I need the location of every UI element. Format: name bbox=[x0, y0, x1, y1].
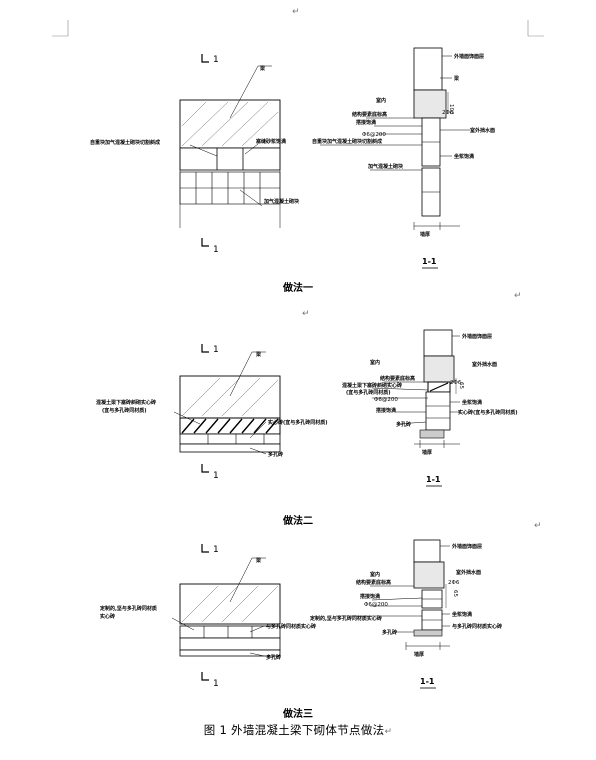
section-mark-top: 1 bbox=[213, 345, 219, 355]
label-column: 结构要素底标高 bbox=[356, 579, 391, 586]
label-indoor: 室内 bbox=[370, 571, 380, 578]
label-finish: 外墙面饰面层 bbox=[454, 53, 484, 60]
section-id: 1-1 bbox=[422, 257, 437, 266]
label-cut: 自重块加气混凝土砌块切割斜成 bbox=[90, 139, 160, 146]
label-mortar-fill: 搭接饱满 bbox=[356, 119, 376, 126]
label-rebar: 2Φ6 bbox=[442, 110, 454, 116]
label-custom: 定制的,坚与多孔砖同材质实心砖 bbox=[309, 615, 382, 622]
label-porous: 多孔砖 bbox=[268, 451, 283, 458]
label-stirrup: Φ6@200 bbox=[364, 602, 388, 608]
label-mortar: 坐浆饱满 bbox=[454, 153, 474, 160]
return-mark-caption: ↵ bbox=[384, 727, 393, 737]
label-dim: 100 bbox=[448, 104, 454, 115]
method-2-right-section: 外墙面饰面层 室内 室外挡水面 结构要素底标高 2Φ6 65 混凝土梁下塞砖斜砌… bbox=[342, 329, 518, 487]
label-rebar: 2Φ6 bbox=[450, 380, 462, 386]
label-beam: 梁 bbox=[255, 557, 262, 564]
label-fill: 混凝土梁下塞砖斜砌实心砖 bbox=[342, 382, 402, 389]
label-mortar: 塞缝砂浆饱满 bbox=[256, 138, 286, 145]
label-indoor: 室内 bbox=[370, 359, 380, 366]
label-waterproof: 室外挡水面 bbox=[472, 361, 497, 368]
figure-caption: 图 1 外墙混凝土梁下砌体节点做法↵ bbox=[0, 722, 596, 738]
label-dim: 65 bbox=[458, 382, 464, 389]
label-porous: 多孔砖 bbox=[266, 654, 281, 661]
label-waterproof: 室外挡水面 bbox=[470, 127, 495, 134]
method-1-right-section: 外墙面饰面层 梁 室内 2Φ6 100 结构要素底标高 搭接饱满 Φ6@200 … bbox=[312, 47, 495, 269]
return-mark-m1b: ↵ bbox=[302, 309, 310, 319]
section-id: 1-1 bbox=[420, 677, 435, 686]
label-wall: 墙厚 bbox=[420, 231, 430, 238]
label-solid: 与多孔砖同材质实心砖 bbox=[266, 623, 316, 630]
label-fill2: (宜与多孔砖同材质) bbox=[102, 407, 147, 414]
label-porous: 多孔砖 bbox=[382, 629, 397, 636]
label-mortar: 坐浆饱满 bbox=[452, 611, 472, 618]
label-wall: 墙厚 bbox=[414, 651, 424, 658]
label-mortar: 坐浆饱满 bbox=[462, 399, 482, 406]
return-mark-m2: ↵ bbox=[534, 521, 542, 531]
label-block: 加气混凝土砌块 bbox=[263, 198, 300, 205]
section-mark-bottom: 1 bbox=[213, 245, 219, 255]
label-finish: 外墙面饰面层 bbox=[462, 333, 492, 340]
method-1-left-drawing: 1 1 梁 自重块加气混凝土砌块切割斜成 塞缝砂浆饱满 加气混凝土砌块 bbox=[90, 54, 300, 255]
method-2-left-drawing: 1 1 梁 混凝土梁下塞砖斜砌实心砖 (宜与多孔砖同材质) 实心砖(宜与多孔砖同… bbox=[96, 344, 328, 481]
label-solid: 实心砖(宜与多孔砖同材质) bbox=[458, 409, 518, 416]
figure-caption-text: 图 1 外墙混凝土梁下砌体节点做法 bbox=[203, 723, 385, 737]
label-fill2: (宜与多孔砖同材质) bbox=[346, 389, 391, 396]
label-rebar: 2Φ6 bbox=[448, 580, 460, 586]
label-fill: 混凝土梁下塞砖斜砌实心砖 bbox=[96, 399, 156, 406]
label-custom: 定制的,坚与多孔砖同材质 bbox=[99, 605, 157, 612]
label-wall: 墙厚 bbox=[422, 449, 432, 456]
method-3-left-drawing: 1 1 梁 定制的,坚与多孔砖同材质 实心砖 与多孔砖同材质实心砖 多孔砖 bbox=[99, 544, 316, 689]
section-mark-top: 1 bbox=[213, 545, 219, 555]
label-column: 结构要素底标高 bbox=[352, 111, 387, 118]
label-mortar-fill: 搭接饱满 bbox=[376, 407, 396, 414]
label-dim: 65 bbox=[452, 590, 458, 597]
method-3-right-section: 外墙面饰面层 室内 结构要素底标高 2Φ6 室外挡水面 搭接饱满 65 Φ6@2… bbox=[309, 539, 502, 689]
label-column: 结构要素底标高 bbox=[380, 375, 415, 382]
label-solid: 与多孔砖同材质实心砖 bbox=[452, 623, 502, 630]
method-1-caption: 做法一 bbox=[283, 283, 313, 294]
label-beam: 梁 bbox=[259, 65, 266, 72]
return-mark-m1a: ↵ bbox=[514, 291, 522, 301]
label-porous: 多孔砖 bbox=[396, 421, 411, 428]
label-custom2: 实心砖 bbox=[100, 613, 115, 620]
label-cut-right: 自重块加气混凝土砌块切割斜成 bbox=[312, 138, 382, 145]
section-mark-bottom: 1 bbox=[213, 471, 219, 481]
label-mortar-fill: 搭接饱满 bbox=[360, 593, 380, 600]
label-waterproof: 室外挡水面 bbox=[456, 569, 481, 576]
section-mark-top: 1 bbox=[213, 55, 219, 65]
section-id: 1-1 bbox=[426, 475, 441, 484]
label-beam-right: 梁 bbox=[453, 75, 460, 82]
label-block-right: 加气混凝土砌块 bbox=[367, 163, 404, 170]
label-beam: 梁 bbox=[255, 351, 262, 358]
section-mark-bottom: 1 bbox=[213, 679, 219, 689]
method-3-caption: 做法三 bbox=[283, 709, 313, 720]
label-stirrup: Φ6@200 bbox=[362, 132, 386, 138]
method-2-caption: 做法二 bbox=[283, 516, 313, 527]
label-indoor: 室内 bbox=[376, 97, 386, 104]
label-finish: 外墙面饰面层 bbox=[452, 543, 482, 550]
label-stirrup: Φ6@200 bbox=[374, 397, 398, 403]
return-mark-top: ↵ bbox=[292, 7, 300, 17]
label-solid: 实心砖(宜与多孔砖同材质) bbox=[268, 419, 328, 426]
